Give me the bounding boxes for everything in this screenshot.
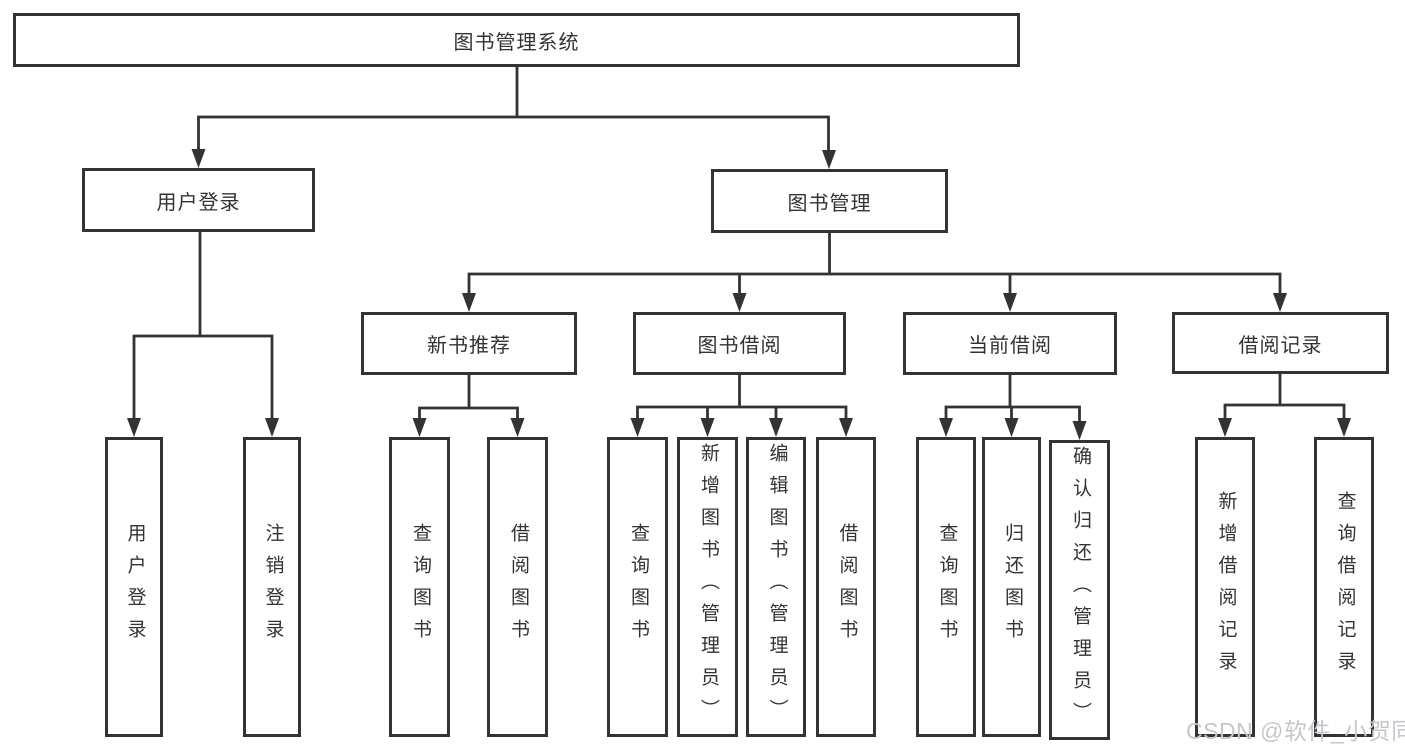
csdn-watermark: CSDN @软件_小贺同学	[1186, 718, 1405, 744]
leaf-logout-label: 注销登录	[262, 523, 284, 651]
leaf-confirm-return-admin: 确认归还（管理员）	[1049, 440, 1110, 740]
leaf-query-books-recommend-label: 查询图书	[409, 523, 431, 651]
node-borrow-records-label: 借阅记录	[1238, 334, 1323, 357]
leaf-add-borrow-record-label: 新增借阅记录	[1215, 491, 1237, 683]
leaf-add-book-admin: 新增图书（管理员）	[677, 437, 738, 737]
node-book-borrow: 图书借阅	[633, 312, 846, 375]
node-library-system: 图书管理系统	[13, 13, 1020, 67]
leaf-borrow-books-recommend-label: 借阅图书	[507, 523, 529, 651]
leaf-user-login: 用户登录	[105, 437, 163, 737]
node-book-borrow-label: 图书借阅	[697, 335, 782, 357]
node-user-login-label: 用户登录	[156, 191, 241, 214]
leaf-edit-book-admin-label: 编辑图书（管理员）	[766, 443, 788, 731]
node-new-book-recommend-label: 新书推荐	[427, 335, 511, 357]
leaf-user-login-label: 用户登录	[124, 523, 146, 651]
leaf-return-book: 归还图书	[982, 437, 1041, 737]
node-new-book-recommend: 新书推荐	[361, 312, 577, 375]
leaf-add-borrow-record: 新增借阅记录	[1195, 437, 1255, 737]
leaf-query-books-borrow-label: 查询图书	[627, 523, 649, 651]
leaf-query-books-current-label: 查询图书	[936, 523, 958, 651]
node-library-system-label: 图书管理系统	[453, 31, 580, 54]
leaf-add-book-admin-label: 新增图书（管理员）	[697, 443, 719, 731]
leaf-borrow-books: 借阅图书	[816, 437, 876, 737]
node-borrow-records: 借阅记录	[1172, 312, 1389, 374]
leaf-query-borrow-record-label: 查询借阅记录	[1334, 491, 1356, 683]
leaf-borrow-books-label: 借阅图书	[836, 523, 858, 651]
leaf-query-books-current: 查询图书	[916, 437, 976, 737]
leaf-logout: 注销登录	[243, 437, 301, 737]
node-user-login: 用户登录	[82, 168, 315, 232]
leaf-query-books-recommend: 查询图书	[389, 437, 450, 737]
leaf-confirm-return-admin-label: 确认归还（管理员）	[1069, 446, 1091, 734]
node-book-management-label: 图书管理	[787, 192, 872, 215]
leaf-query-borrow-record: 查询借阅记录	[1314, 437, 1374, 737]
node-current-borrow: 当前借阅	[903, 312, 1117, 375]
leaf-edit-book-admin: 编辑图书（管理员）	[746, 437, 806, 737]
leaf-borrow-books-recommend: 借阅图书	[487, 437, 548, 737]
leaf-query-books-borrow: 查询图书	[607, 437, 668, 737]
node-current-borrow-label: 当前借阅	[968, 335, 1052, 357]
node-book-management: 图书管理	[711, 169, 948, 233]
leaf-return-book-label: 归还图书	[1001, 523, 1023, 651]
